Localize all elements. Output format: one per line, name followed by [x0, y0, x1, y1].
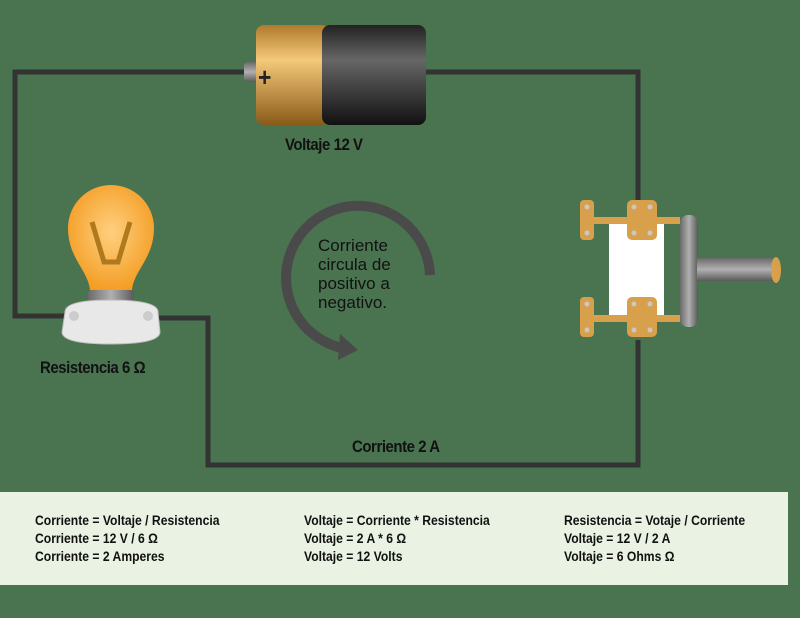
current-direction-arrow — [281, 200, 435, 360]
formula-panel: Corriente = Voltaje / Resistencia Corrie… — [0, 492, 788, 585]
wire — [12, 69, 641, 468]
formula-current: Corriente = Voltaje / Resistencia Corrie… — [35, 512, 219, 566]
flow-note-line: negativo. — [318, 293, 387, 312]
light-bulb — [61, 185, 161, 345]
flow-note-line: positivo a — [318, 274, 390, 293]
formula-line: Voltaje = 6 Ohms Ω — [564, 549, 675, 564]
formula-line: Voltaje = Corriente * Resistencia — [304, 513, 490, 528]
formula-line: Corriente = Voltaje / Resistencia — [35, 513, 220, 528]
battery — [244, 25, 426, 125]
formula-line: Voltaje = 12 V / 2 A — [564, 531, 671, 546]
formula-resistance: Resistencia = Votaje / Corriente Voltaje… — [564, 512, 745, 566]
formula-line: Corriente = 2 Amperes — [35, 549, 165, 564]
flow-note: Corriente circula de positivo a negativo… — [318, 236, 391, 312]
formula-voltage: Voltaje = Corriente * Resistencia Voltaj… — [304, 512, 490, 566]
resistance-label: Resistencia 6 Ω — [40, 358, 146, 377]
formula-line: Corriente = 12 V / 6 Ω — [35, 531, 158, 546]
battery-plus-symbol: + — [258, 62, 271, 92]
formula-line: Voltaje = 12 Volts — [304, 549, 403, 564]
formula-line: Resistencia = Votaje / Corriente — [564, 513, 746, 528]
flow-note-line: Corriente — [318, 236, 388, 255]
formula-line: Voltaje = 2 A * 6 Ω — [304, 531, 407, 546]
current-label: Corriente 2 A — [352, 437, 440, 456]
battery-voltage-label: Voltaje 12 V — [285, 135, 363, 154]
knife-switch — [580, 200, 781, 337]
flow-note-line: circula de — [318, 255, 391, 274]
